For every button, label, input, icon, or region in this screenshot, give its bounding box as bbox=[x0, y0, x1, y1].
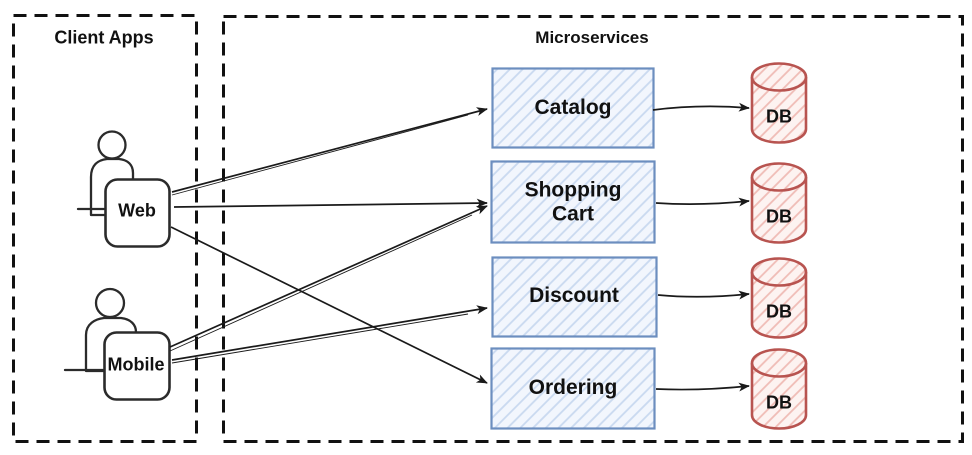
ordering-db-label: DB bbox=[766, 392, 792, 413]
client-apps-zone-border bbox=[12, 14, 198, 443]
service-box-shopping-cart bbox=[490, 160, 656, 244]
arrow-discount-to-db bbox=[657, 290, 750, 300]
catalog-db-label: DB bbox=[766, 106, 792, 127]
microservices-zone-border bbox=[222, 15, 964, 443]
service-box-discount bbox=[491, 256, 658, 338]
mobile-node-box bbox=[103, 331, 171, 401]
arrow-web-to-shopping-cart bbox=[173, 198, 488, 208]
service-box-ordering bbox=[490, 347, 656, 430]
arrow-mobile-to-discount-sketch bbox=[171, 313, 469, 364]
shopping-cart-service-label: Shopping Cart bbox=[524, 178, 622, 225]
service-box-catalog bbox=[491, 67, 655, 149]
catalog-service-label: Catalog bbox=[534, 96, 612, 119]
arrow-mobile-to-shopping-cart bbox=[169, 205, 488, 348]
arrow-mobile-to-shopping-cart-sketch bbox=[169, 214, 473, 352]
client-apps-zone-title: Client Apps bbox=[54, 27, 154, 48]
discount-database-icon bbox=[750, 257, 808, 339]
discount-service-label: Discount bbox=[529, 284, 619, 307]
web-node-label: Web bbox=[118, 200, 156, 221]
arrow-ordering-to-db bbox=[655, 382, 750, 392]
catalog-database-icon bbox=[750, 62, 808, 144]
mobile-node-label: Mobile bbox=[107, 354, 165, 375]
web-node-box bbox=[104, 178, 171, 248]
shopping-cart-db-label: DB bbox=[766, 206, 792, 227]
ordering-database-icon bbox=[750, 348, 808, 430]
arrow-web-to-ordering bbox=[170, 226, 488, 384]
arrow-shopping-cart-to-db bbox=[655, 197, 750, 207]
arrow-mobile-to-discount bbox=[171, 305, 488, 361]
arrow-web-to-catalog-sketch bbox=[171, 114, 469, 196]
arrow-catalog-to-db bbox=[652, 102, 750, 112]
discount-db-label: DB bbox=[766, 301, 792, 322]
shopping-cart-database-icon bbox=[750, 162, 808, 244]
arrow-web-to-catalog bbox=[171, 107, 488, 193]
ordering-service-label: Ordering bbox=[528, 376, 618, 399]
microservices-zone-title: Microservices bbox=[535, 28, 649, 47]
